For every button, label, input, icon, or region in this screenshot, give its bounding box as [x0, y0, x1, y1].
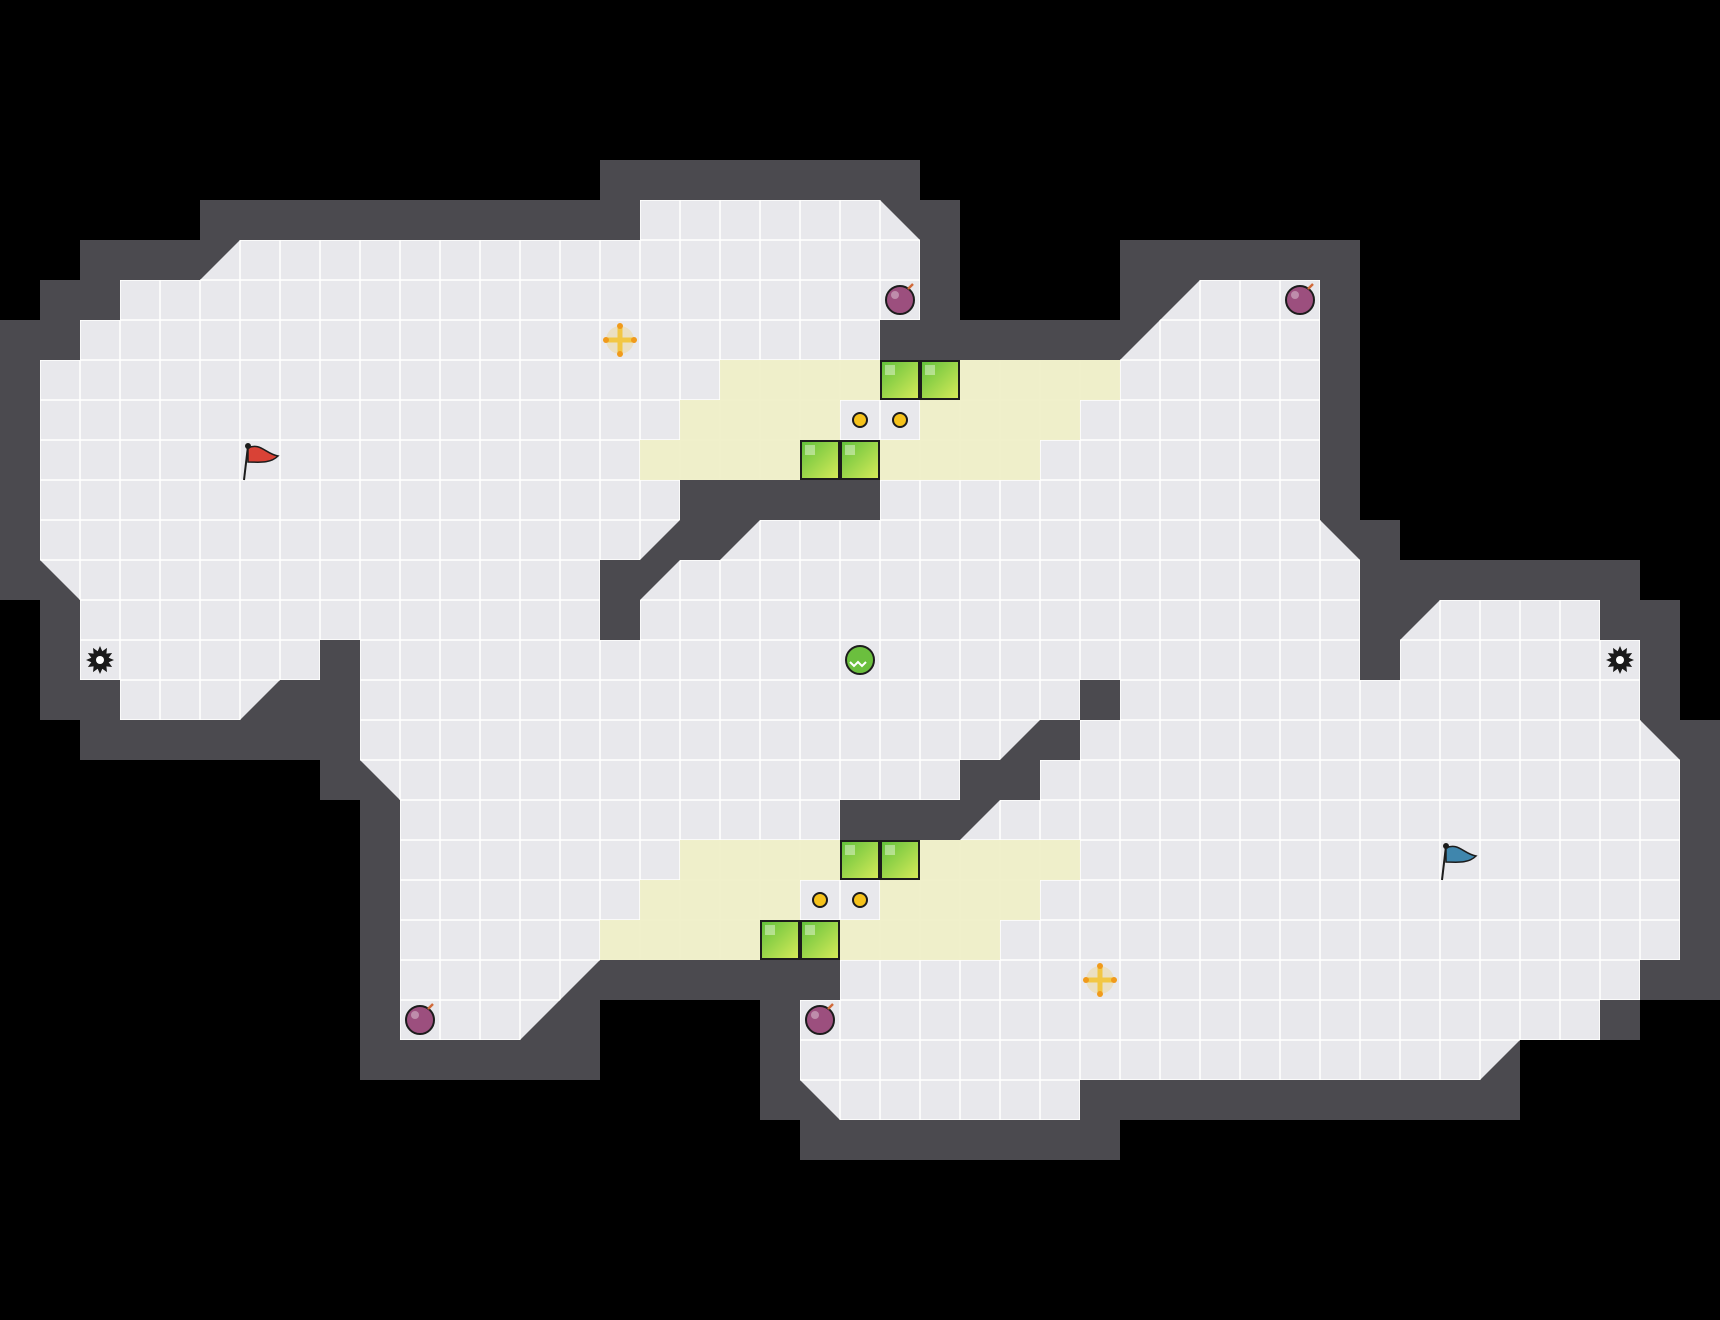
green-block	[840, 440, 880, 480]
block-shine	[845, 845, 855, 855]
flag-cloth	[1445, 845, 1478, 863]
bomb-icon	[1285, 283, 1315, 315]
block-shine	[925, 365, 935, 375]
interior-walls	[600, 480, 1120, 840]
bomb-fuse	[907, 283, 914, 290]
bomb-shine	[411, 1011, 419, 1019]
gate-button[interactable]	[812, 892, 828, 908]
spike-center	[1616, 656, 1624, 664]
spike-icon	[1606, 646, 1634, 674]
boost-tip	[617, 323, 623, 329]
block-shine	[885, 845, 895, 855]
gate-zone	[720, 360, 880, 400]
block-shine	[805, 925, 815, 935]
boost-tip	[1097, 991, 1103, 997]
gate-zone	[880, 440, 1040, 480]
bomb-shine	[891, 291, 899, 299]
boost-tip	[631, 337, 637, 343]
bomb-fuse	[1307, 283, 1314, 290]
block-shine	[805, 445, 815, 455]
flag-top	[245, 443, 251, 449]
gate-zone	[640, 880, 800, 920]
bomb-fuse	[427, 1003, 434, 1010]
boost-tip	[1083, 977, 1089, 983]
bomb-body	[405, 1005, 435, 1035]
green-block	[760, 920, 800, 960]
block-shine	[845, 445, 855, 455]
ball-icon	[845, 645, 875, 675]
flag-top	[1443, 843, 1449, 849]
spike-center	[96, 656, 104, 664]
green-block	[880, 360, 920, 400]
boost-tip	[1111, 977, 1117, 983]
bomb-fuse	[827, 1003, 834, 1010]
bomb-shine	[811, 1011, 819, 1019]
gate-zone	[920, 400, 1080, 440]
block-shine	[885, 365, 895, 375]
gate-zone	[840, 920, 1000, 960]
gate-blocks	[760, 360, 960, 960]
bomb-icon	[405, 1003, 435, 1035]
green-block	[800, 920, 840, 960]
green-block	[920, 360, 960, 400]
boost-tip	[617, 351, 623, 357]
ball-pattern	[849, 660, 867, 668]
gate-button[interactable]	[852, 892, 868, 908]
gate-button[interactable]	[852, 412, 868, 428]
gate-zone	[600, 920, 760, 960]
green-block	[840, 840, 880, 880]
gate-zones	[600, 360, 1120, 960]
map-items	[86, 283, 1634, 1035]
bomb-icon	[805, 1003, 835, 1035]
boost-icon	[603, 323, 637, 357]
gate-buttons	[812, 412, 908, 908]
gate-zone	[880, 880, 1040, 920]
green-block	[800, 440, 840, 480]
bomb-body	[885, 285, 915, 315]
bomb-body	[805, 1005, 835, 1035]
ball-body	[845, 645, 875, 675]
bomb-shine	[1291, 291, 1299, 299]
gate-zone	[680, 840, 840, 880]
upper-ramp-wall	[600, 480, 880, 600]
blue-flag-icon	[1441, 843, 1478, 881]
boost-tip	[603, 337, 609, 343]
bomb-icon	[885, 283, 915, 315]
flag-cloth	[247, 445, 280, 463]
lower-ramp-wall	[840, 680, 1120, 840]
green-block	[880, 840, 920, 880]
gate-zone	[960, 360, 1120, 400]
gate-zone	[680, 400, 840, 440]
block-shine	[765, 925, 775, 935]
boost-icon	[1083, 963, 1117, 997]
gate-button[interactable]	[892, 412, 908, 428]
red-flag-icon	[243, 443, 280, 481]
gate-zone	[640, 440, 800, 480]
bomb-body	[1285, 285, 1315, 315]
gate-zone	[920, 840, 1080, 880]
upper-pillar	[600, 600, 640, 640]
boost-tip	[1097, 963, 1103, 969]
spike-icon	[86, 646, 114, 674]
lower-pillar	[1080, 680, 1120, 720]
